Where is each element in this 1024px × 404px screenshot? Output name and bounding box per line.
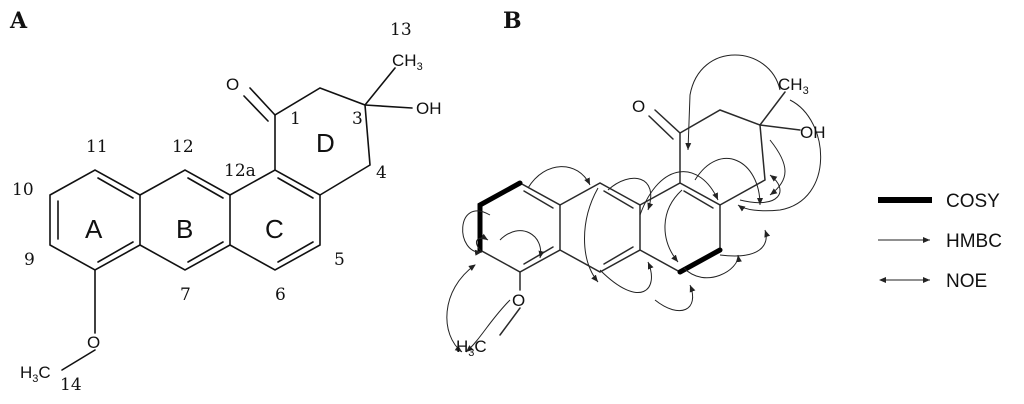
legend-hmbc-label: HMBC <box>946 231 1002 252</box>
correlation-arrows <box>446 54 822 353</box>
position-13: 13 <box>390 20 412 40</box>
carbonyl-oxygen: O <box>226 75 239 94</box>
position-4: 4 <box>376 163 387 183</box>
ring-label-b: B <box>176 214 193 244</box>
methyl-group: CH3 <box>392 51 423 73</box>
ring-label-a: A <box>85 214 103 244</box>
ether-oxygen: O <box>87 333 100 352</box>
legend: COSY HMBC NOE <box>878 191 1002 292</box>
position-7: 7 <box>180 285 191 305</box>
position-5: 5 <box>334 250 345 270</box>
position-9: 9 <box>24 250 35 270</box>
legend-cosy-label: COSY <box>946 191 1000 212</box>
cosy-bonds <box>477 180 723 275</box>
legend-noe-label: NOE <box>946 271 987 292</box>
carbonyl-oxygen-b: O <box>632 97 645 116</box>
hydroxyl-group-b: OH <box>800 123 826 142</box>
panel-a: A A <box>9 8 442 395</box>
position-12a: 12a <box>224 161 256 181</box>
structure-b-labels: O OH CH3 O H3C <box>456 75 826 359</box>
position-3: 3 <box>352 109 363 129</box>
position-11: 11 <box>86 137 108 157</box>
hydroxyl-group: OH <box>416 99 442 118</box>
position-1: 1 <box>290 109 301 129</box>
structure-a-labels: A B C D 1 3 4 5 6 7 9 10 11 12 12a 13 14… <box>12 20 442 395</box>
panel-a-label: A <box>9 8 28 34</box>
panel-b-label: B <box>503 8 522 34</box>
ring-label-d: D <box>316 128 335 158</box>
ether-oxygen-b: O <box>512 291 525 310</box>
ring-label-c: C <box>265 214 284 244</box>
methoxy-group: H3C <box>20 363 51 385</box>
methyl-group-b: CH3 <box>778 75 809 97</box>
structure-b-bonds <box>479 91 801 336</box>
structure-a-bonds <box>49 67 413 371</box>
panel-b: B <box>446 8 826 359</box>
methoxy-group-b: H3C <box>456 337 487 359</box>
position-12: 12 <box>172 137 194 157</box>
position-6: 6 <box>275 285 286 305</box>
position-10: 10 <box>12 180 34 200</box>
position-14: 14 <box>60 375 82 395</box>
